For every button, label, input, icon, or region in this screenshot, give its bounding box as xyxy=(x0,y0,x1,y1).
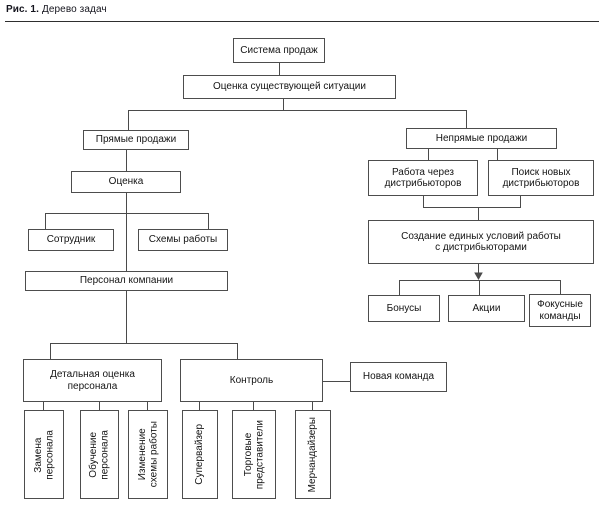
node-bonuses: Бонусы xyxy=(368,295,440,322)
node-search-new-distributors: Поиск новых дистрибьюторов xyxy=(488,160,594,196)
node-assessment: Оценка xyxy=(71,171,181,193)
node-sales-representatives: Торговые представители xyxy=(232,410,276,499)
node-personnel-training: Обучение персонала xyxy=(80,410,119,499)
node-merchandisers: Мерчандайзеры xyxy=(295,410,331,499)
arrow-down-icon xyxy=(474,272,483,280)
node-employee: Сотрудник xyxy=(28,229,114,251)
node-promotions: Акции xyxy=(448,295,525,322)
figure-caption-title: Дерево задач xyxy=(41,4,107,15)
node-merchandisers-label: Мерчандайзеры xyxy=(307,416,319,493)
caption-divider xyxy=(5,21,599,22)
node-supervisor: Супервайзер xyxy=(182,410,218,499)
node-unified-conditions: Создание единых условий работы с дистриб… xyxy=(368,220,594,264)
node-personnel-replacement: Замена персонала xyxy=(24,410,64,499)
node-work-schemes: Схемы работы xyxy=(138,229,228,251)
node-company-personnel: Персонал компании xyxy=(25,271,228,291)
node-focus-teams: Фокусные команды xyxy=(529,294,591,327)
node-detailed-personnel-assessment: Детальная оценка персонала xyxy=(23,359,162,402)
node-work-via-distributors: Работа через дистрибьюторов xyxy=(368,160,478,196)
node-current-situation-assessment: Оценка существующей ситуации xyxy=(183,75,396,99)
node-personnel-replacement-label: Замена персонала xyxy=(32,429,56,480)
node-sales-system: Система продаж xyxy=(233,38,325,63)
node-sales-representatives-label: Торговые представители xyxy=(242,419,266,490)
node-supervisor-label: Супервайзер xyxy=(194,424,206,485)
node-control: Контроль xyxy=(180,359,323,402)
node-indirect-sales: Непрямые продажи xyxy=(406,128,557,149)
figure-caption-number: Рис. 1. xyxy=(6,4,39,15)
node-direct-sales: Прямые продажи xyxy=(83,130,189,150)
node-work-scheme-change: Изменение схемы работы xyxy=(128,410,168,499)
node-personnel-training-label: Обучение персонала xyxy=(88,429,111,480)
figure-caption: Рис. 1.Дерево задач xyxy=(6,4,107,15)
node-work-scheme-change-label: Изменение схемы работы xyxy=(136,421,160,488)
node-new-team: Новая команда xyxy=(350,362,447,392)
